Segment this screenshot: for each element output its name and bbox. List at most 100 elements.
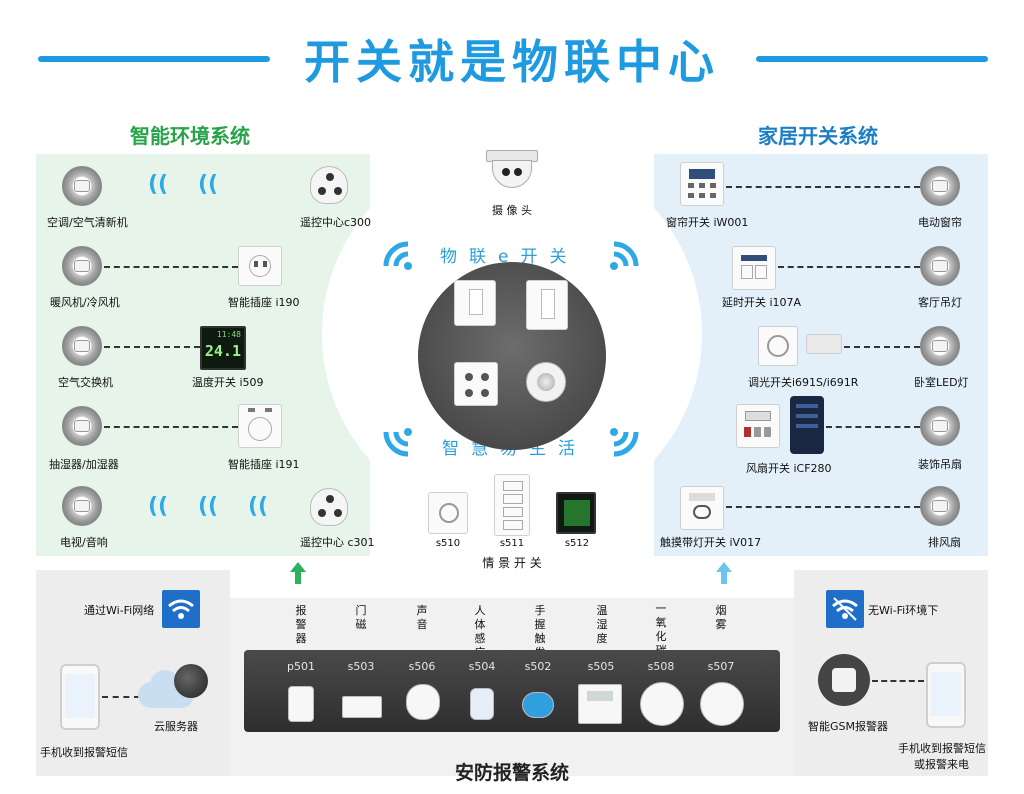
wifi-icon [162, 590, 200, 628]
temp-time: 11:48 [216, 330, 241, 339]
wifi-signal-icon [606, 424, 646, 468]
right-switch-label: 延时开关 i107A [722, 296, 802, 309]
smart-socket-i191 [238, 404, 282, 448]
cloud-server-label: 云服务器 [154, 720, 198, 733]
no-wifi-label: 无Wi-Fi环境下 [868, 604, 939, 617]
temp-humidity-device [578, 684, 622, 724]
wifi-signal-icon: (( [148, 172, 169, 197]
sensor-name: 声音 [416, 604, 428, 631]
gsm-alarm-label: 智能GSM报警器 [808, 720, 888, 733]
sensor-name: 烟雾 [715, 604, 727, 631]
remote-hub-c300 [310, 166, 348, 204]
sensor-id: s505 [587, 660, 615, 673]
title-rule-left [38, 56, 270, 62]
connector-line [726, 186, 920, 188]
left-item-label: 电视/音响 [60, 536, 108, 549]
wifi-signal-icon: (( [148, 494, 169, 519]
wifi-signal-icon: (( [198, 172, 219, 197]
connector-line [104, 426, 238, 428]
co-detector-device [640, 682, 684, 726]
right-switch-label: 风扇开关 iCF280 [746, 462, 832, 475]
left-device-label: 智能插座 i190 [228, 296, 300, 309]
sensor-id: s503 [347, 660, 375, 673]
siren-device [288, 686, 314, 722]
blue-arrow-icon [716, 562, 732, 572]
delay-switch-i107a [732, 246, 776, 290]
gsm-alarm-icon [818, 654, 870, 706]
sensor-name: 温湿度 [596, 604, 608, 645]
center-slogan-top: 物联e开关 [440, 247, 579, 267]
connector-line [872, 680, 924, 682]
connector-line [104, 346, 200, 348]
right-switch-label: 调光开关i691S/i691R [748, 376, 859, 389]
wifi-signal-icon [606, 234, 646, 278]
green-arrow-icon [290, 562, 306, 572]
left-device-label: 智能插座 i191 [228, 458, 300, 471]
fan-switch-icf280 [736, 404, 780, 448]
panic-button-device [522, 692, 554, 718]
connector-line [778, 266, 920, 268]
right-section-title: 家居开关系统 [758, 124, 878, 148]
camera-label: 摄 像 头 [492, 204, 532, 217]
smoke-detector-device [700, 682, 744, 726]
sensor-id: s504 [468, 660, 496, 673]
smart-socket-i190 [238, 246, 282, 286]
left-device-label: 遥控中心 c301 [300, 536, 375, 549]
sound-sensor-device [406, 684, 440, 720]
dimmer-receiver-i691r [806, 334, 842, 354]
left-device-label: 遥控中心c300 [300, 216, 372, 229]
page-title: 开关就是物联中心 [304, 35, 720, 89]
right-appliance-label: 排风扇 [928, 536, 961, 549]
connector-line [826, 426, 920, 428]
dimmer-switch-i691s [758, 326, 798, 366]
security-section-title: 安防报警系统 [454, 762, 569, 784]
air-conditioner-icon [62, 166, 102, 206]
air-exchanger-icon [62, 326, 102, 366]
connector-line [844, 346, 920, 348]
motion-sensor-device [526, 362, 566, 402]
left-section-title: 智能环境系统 [130, 124, 250, 148]
right-appliance-label: 电动窗帘 [918, 216, 962, 229]
phone-alarm-label: 手机收到报警短信 [40, 746, 128, 759]
iot-switch-hub [418, 262, 606, 450]
electric-curtain-icon [920, 166, 960, 206]
sensor-id: s502 [524, 660, 552, 673]
blue-arrow-stem [721, 572, 727, 584]
scene-switch-id: s512 [564, 538, 590, 549]
no-wifi-icon [826, 590, 864, 628]
phone-alarm-label: 手机收到报警短信 [898, 742, 986, 755]
sensor-id: p501 [287, 660, 315, 673]
single-switch-device [526, 280, 568, 330]
right-appliance-label: 装饰吊扇 [918, 458, 962, 471]
exhaust-fan-icon [920, 486, 960, 526]
door-sensor-device [342, 696, 382, 718]
scene-switch-s511 [494, 474, 530, 536]
scene-switch-s512 [556, 492, 596, 534]
wifi-signal-icon: (( [248, 494, 269, 519]
bedroom-led-icon [920, 326, 960, 366]
scene-switch-id: s510 [435, 538, 461, 549]
right-appliance-label: 客厅吊灯 [918, 296, 962, 309]
scene-switch-id: s511 [499, 538, 525, 549]
temp-value: 24.1 [204, 342, 241, 360]
wifi-signal-icon [376, 424, 416, 468]
sensor-name: 报警器 [295, 604, 307, 645]
curtain-switch-iw001 [680, 162, 724, 206]
phone-call-label: 或报警来电 [914, 758, 969, 771]
scene-switch-label: 情 景 开 关 [482, 556, 542, 570]
connector-line [104, 266, 238, 268]
dehumidifier-icon [62, 406, 102, 446]
right-switch-label: 窗帘开关 iW001 [666, 216, 749, 229]
tv-icon [62, 486, 102, 526]
touch-switch-iv017 [680, 486, 724, 530]
phone-icon [60, 664, 100, 730]
green-arrow-stem [295, 572, 301, 584]
heater-icon [62, 246, 102, 286]
wifi-signal-icon: (( [198, 494, 219, 519]
left-item-label: 暖风机/冷风机 [50, 296, 120, 309]
right-switch-label: 触摸带灯开关 iV017 [660, 536, 762, 549]
connector-line [102, 696, 140, 698]
left-item-label: 空调/空气清新机 [47, 216, 128, 229]
wifi-network-label: 通过Wi-Fi网络 [84, 604, 155, 617]
left-item-label: 空气交换机 [58, 376, 113, 389]
